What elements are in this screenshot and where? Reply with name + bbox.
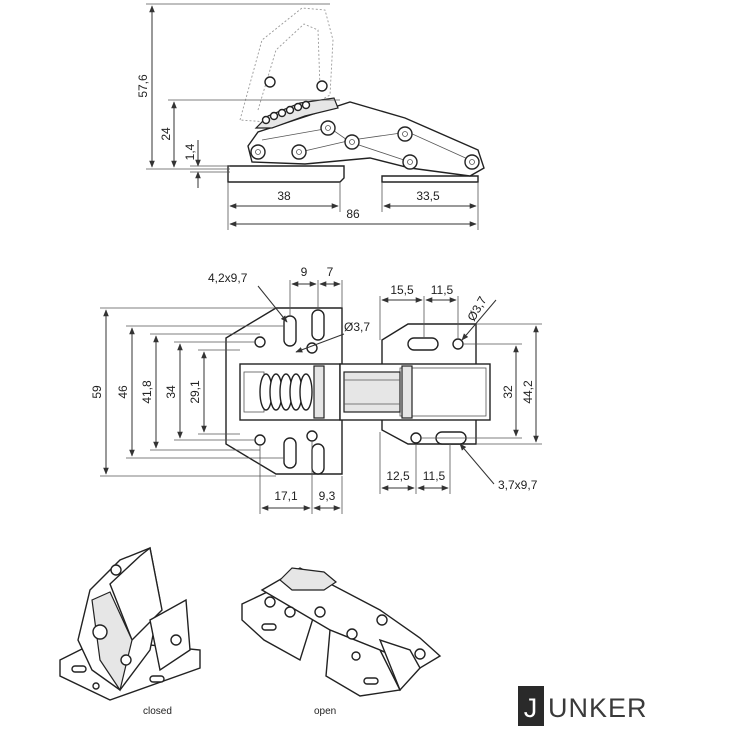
side-base-right (381, 175, 479, 183)
side-dim-height-closed: 24 (159, 127, 173, 141)
top-dim-17-1: 17,1 (274, 489, 298, 503)
top-dim-29-1: 29,1 (188, 380, 202, 404)
top-dim-32: 32 (501, 385, 515, 399)
side-view: 57,6 24 1,4 38 33,5 86 (136, 3, 485, 230)
side-dim-overall-length: 86 (346, 207, 360, 221)
side-open-ghost-inner (257, 23, 321, 111)
junker-logo: J UNKER (518, 686, 648, 726)
top-spring (259, 373, 313, 411)
caption-closed: closed (143, 706, 172, 717)
logo-letter-j: J (524, 693, 539, 723)
side-rivets (250, 76, 480, 170)
side-base-left (227, 165, 345, 183)
side-dim-height-total: 57,6 (136, 74, 150, 98)
side-dim-right-plate: 33,5 (416, 189, 440, 203)
top-dim-44-2: 44,2 (521, 380, 535, 404)
top-view: 59 46 41,8 34 29,1 9 7 4,2x9,7 Ø3,7 (90, 265, 542, 514)
top-dim-9-3: 9,3 (319, 489, 336, 503)
top-label-dia-center: Ø3,7 (344, 320, 370, 334)
top-dim-7: 7 (327, 265, 334, 279)
closed-view-illustration: closed (59, 546, 201, 717)
top-dim-12-5: 12,5 (386, 469, 410, 483)
side-dim-left-plate: 38 (277, 189, 291, 203)
top-label-dia-right: Ø3,7 (464, 294, 489, 324)
caption-open: open (314, 706, 336, 717)
side-dim-plate-thickness: 1,4 (183, 143, 197, 160)
top-label-slot-right: 3,7x9,7 (498, 478, 538, 492)
top-dim-9: 9 (301, 265, 308, 279)
top-dim-15-5: 15,5 (390, 283, 414, 297)
top-dim-46: 46 (116, 385, 130, 399)
top-dim-41-8: 41,8 (140, 380, 154, 404)
logo-text: UNKER (548, 693, 648, 723)
top-dim-11-5-top: 11,5 (431, 283, 454, 297)
top-dim-34: 34 (164, 385, 178, 399)
top-dim-59: 59 (90, 385, 104, 399)
side-arm-link (299, 131, 471, 161)
open-view-illustration: open (241, 567, 442, 717)
top-label-slot-left: 4,2x9,7 (208, 271, 248, 285)
side-arm-link-2 (261, 127, 405, 161)
side-spring-coils (261, 100, 311, 125)
top-link (343, 371, 401, 413)
top-dim-11-5-bottom: 11,5 (423, 469, 446, 483)
